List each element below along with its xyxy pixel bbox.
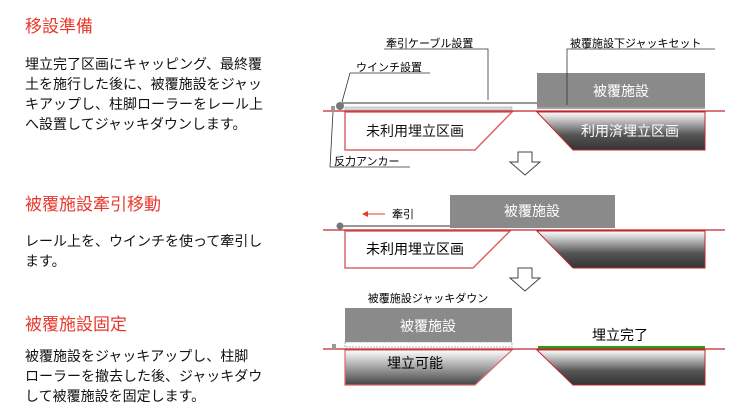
facility-box	[537, 73, 705, 107]
facility-box	[450, 195, 615, 228]
step3-body: 被覆施設をジャッキアップし、柱脚 ローラーを撤去した後、ジャッキダウ して被覆施…	[25, 349, 263, 405]
step1-title: 移設準備	[25, 17, 93, 37]
facility-label: 被覆施設	[400, 319, 456, 335]
facility-label: 被覆施設	[504, 204, 560, 220]
step2-body: レール上を、ウインチを使って牽引し ます。	[25, 234, 263, 270]
facility-label: 被覆施設	[593, 84, 649, 100]
cap-layer	[538, 346, 705, 349]
unused-pit	[344, 111, 514, 151]
anchor-label: 反力アンカー	[334, 155, 400, 168]
step3-title: 被覆施設固定	[25, 315, 127, 335]
anchor-icon	[331, 106, 335, 111]
down-arrow-icon	[508, 151, 542, 176]
diagram-step2: 被覆施設 牽引 未利用埋立区画	[323, 195, 725, 269]
winch-icon	[336, 222, 344, 230]
complete-label: 埋立完了	[592, 328, 648, 344]
unused-label: 未利用埋立区画	[366, 124, 464, 140]
pull-label: 牽引	[392, 207, 414, 221]
diagram-step3: 被覆施設 被覆施設ジャッキダウン 埋立可能 埋立完了	[323, 291, 725, 386]
step2-title: 被覆施設牽引移動	[25, 195, 161, 215]
facility-box	[345, 308, 512, 342]
diagram-step1: 被覆施設 未利用埋立区画 利用済埋立区画 牽引ケーブル設置 被覆施設下ジャッキセ…	[323, 36, 725, 168]
jack-down-label: 被覆施設ジャッキダウン	[368, 291, 488, 305]
winch-label: ウインチ設置	[356, 60, 422, 74]
step1-body: 埋立完了区画にキャッピング、最終覆 土を施行した後に、被覆施設をジャッ キアップ…	[25, 57, 263, 133]
used-label: 利用済埋立区画	[581, 124, 679, 140]
used-pit	[535, 111, 706, 151]
possible-label: 埋立可能	[387, 356, 443, 372]
rail	[344, 106, 513, 111]
down-arrow-icon	[508, 267, 542, 292]
winch-icon	[336, 102, 344, 110]
cable-label: 牽引ケーブル設置	[386, 36, 473, 50]
unused-label: 未利用埋立区画	[366, 242, 464, 258]
jack-set-label: 被覆施設下ジャッキセット	[570, 36, 701, 50]
